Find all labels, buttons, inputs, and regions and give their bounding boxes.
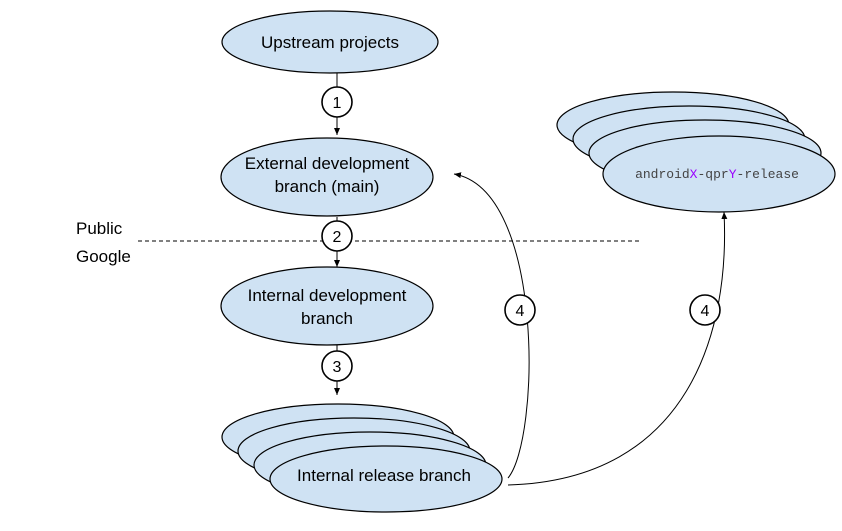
internal-release-label: Internal release branch [297,466,471,485]
step-badge-2: 2 [321,220,353,252]
node-internal-release-stack: Internal release branch [221,403,503,513]
svg-text:4: 4 [701,303,710,320]
google-zone-label: Google [76,247,131,266]
step-badge-1: 1 [321,86,353,118]
svg-text:2: 2 [333,229,342,246]
internal-label-line1: Internal development [248,286,407,305]
external-label-line2: branch (main) [275,177,380,196]
node-aosp-release-stack: androidX-qprY-release [556,91,836,213]
external-label-line1: External development [245,154,410,173]
public-zone-label: Public [76,219,123,238]
edge-release-to-aosp [507,211,728,486]
internal-label-line2: branch [301,309,353,328]
svg-text:3: 3 [333,359,342,376]
node-external-development-branch: External development branch (main) [220,137,434,217]
svg-text:4: 4 [516,303,525,320]
node-internal-development-branch: Internal development branch [220,266,434,346]
edge-release-to-external [453,172,530,479]
step-badge-4-aosp: 4 [689,294,721,326]
aosp-release-label: androidX-qprY-release [635,167,799,182]
node-upstream-projects: Upstream projects [221,10,439,74]
step-badge-3: 3 [321,350,353,382]
step-badge-4-external: 4 [504,294,536,326]
upstream-label: Upstream projects [261,33,399,52]
svg-text:1: 1 [333,95,342,112]
